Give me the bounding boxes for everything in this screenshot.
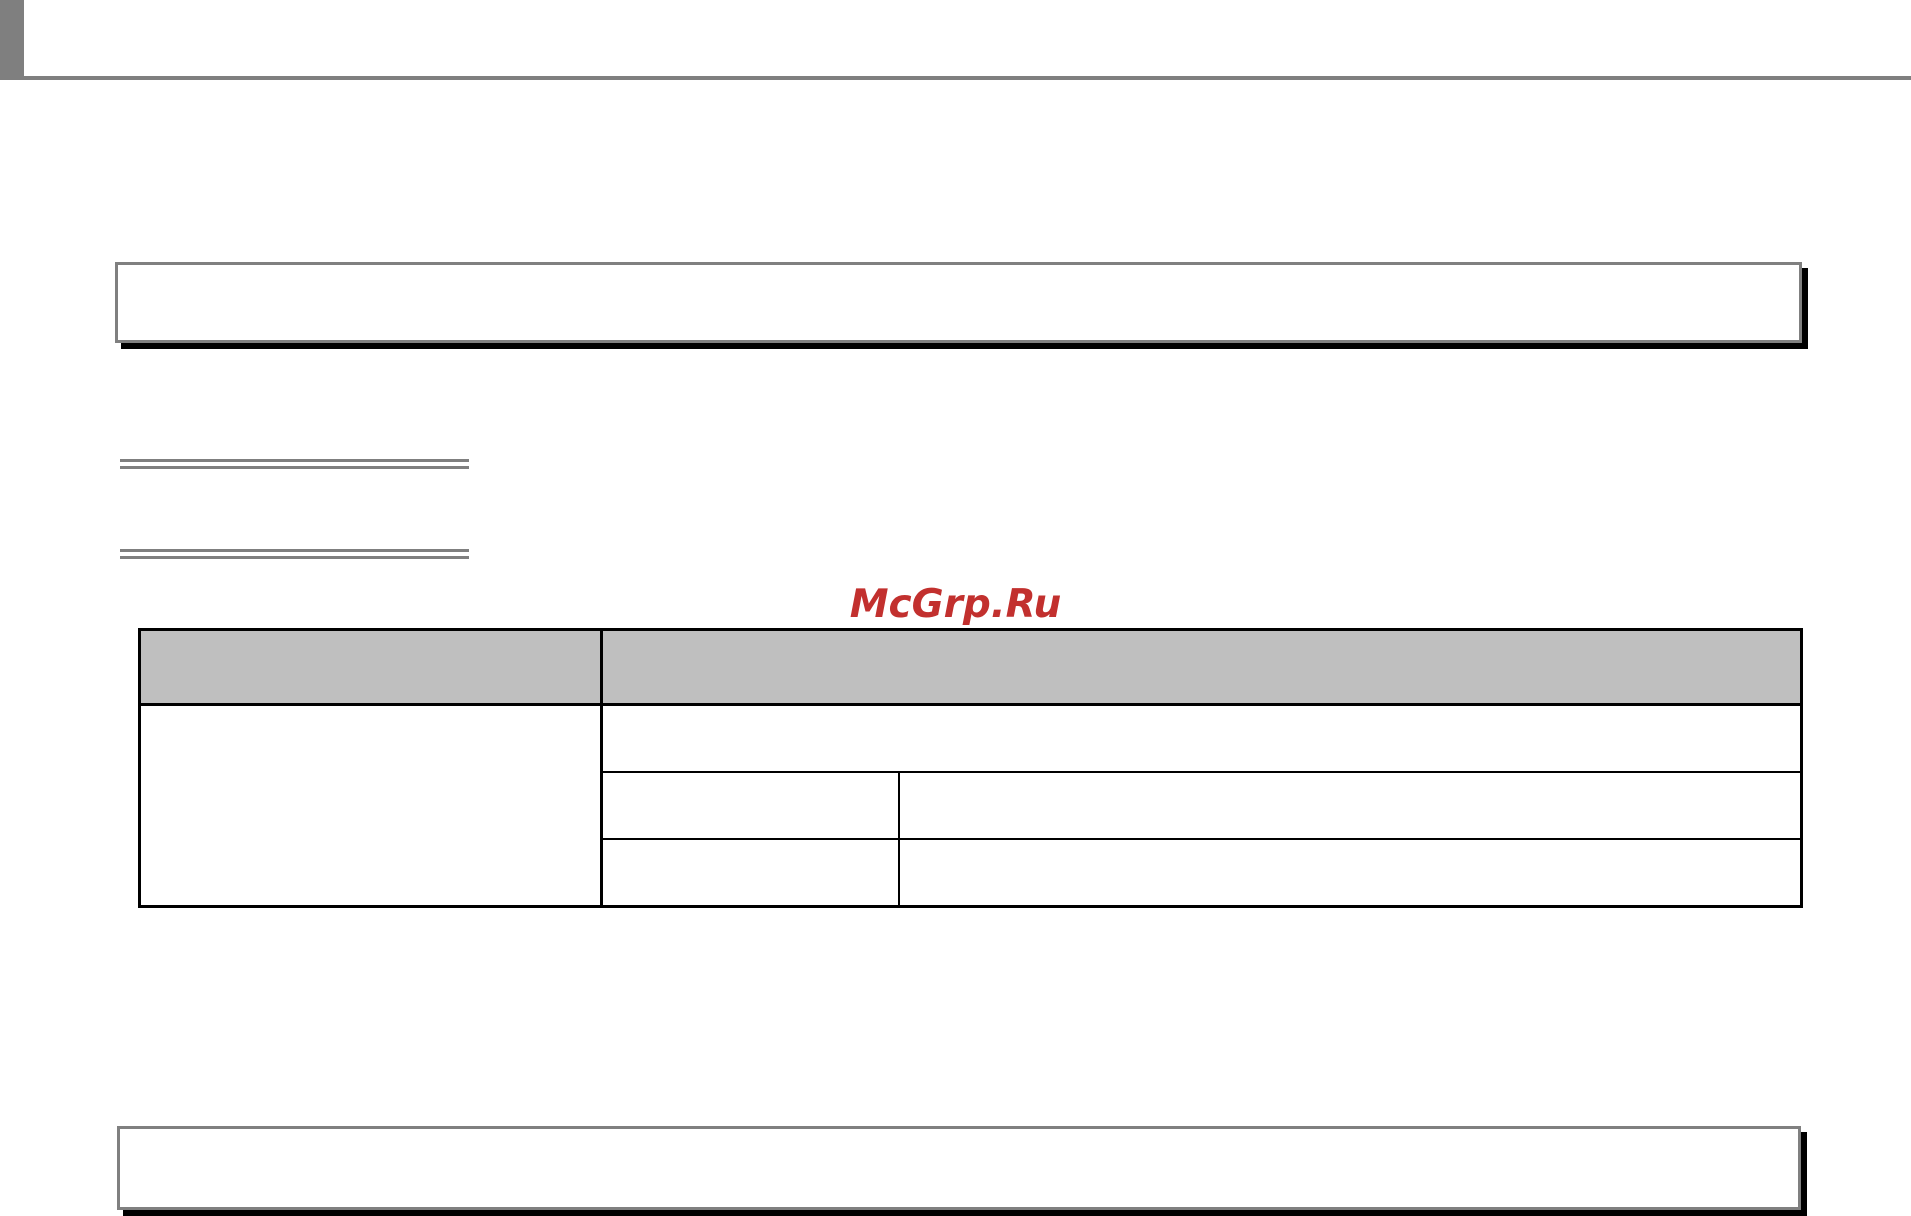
table-row-c [603, 840, 1800, 905]
table-row-b-right-cell [900, 773, 1800, 838]
table-col2 [603, 706, 1800, 905]
bottom-notice-text [120, 1129, 1798, 1145]
top-notice-box [115, 262, 1802, 343]
table-header-cell-1 [141, 631, 603, 703]
table-row-c-left-cell [603, 840, 900, 905]
table-row-a-cell [603, 706, 1800, 773]
table-row-b-left-cell [603, 773, 900, 838]
table-header-cell-2 [603, 631, 1800, 703]
table-col1-cell [141, 706, 603, 905]
header-rule [0, 76, 1911, 80]
table-row-b [603, 773, 1800, 840]
section-double-rule-1 [120, 459, 469, 469]
site-watermark: McGrp.Ru [849, 582, 1062, 627]
section-double-rule-2 [120, 549, 469, 559]
table-row-c-right-cell [900, 840, 1800, 905]
table-body [141, 706, 1800, 905]
bottom-notice-box [117, 1126, 1801, 1210]
spec-table [138, 628, 1803, 908]
top-notice-text [118, 265, 1799, 281]
corner-block [0, 0, 24, 79]
table-header-row [141, 631, 1800, 706]
